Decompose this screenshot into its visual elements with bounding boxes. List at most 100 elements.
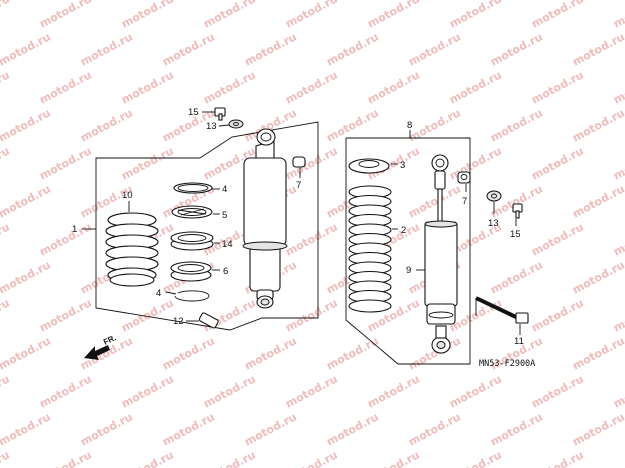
ring-lower <box>174 290 210 302</box>
watermark-text: motod.ru <box>611 144 625 182</box>
watermark-text: motod.ru <box>0 30 53 68</box>
watermark-text: motod.ru <box>283 448 340 468</box>
callout-13-left: 13 <box>206 121 217 132</box>
watermark-text: motod.ru <box>570 182 625 220</box>
leader-lines <box>82 111 521 335</box>
watermark-text: motod.ru <box>78 30 135 68</box>
callout-5: 5 <box>222 210 227 221</box>
callout-8: 8 <box>407 120 412 131</box>
watermark-text: motod.ru <box>488 106 545 144</box>
callout-labels: 1 2 3 4 4 5 6 7 7 8 9 10 11 12 13 13 14 … <box>72 107 524 347</box>
watermark-text: motod.ru <box>529 220 586 258</box>
watermark-text: motod.ru <box>201 372 258 410</box>
watermark-text: motod.ru <box>119 448 176 468</box>
callout-10: 10 <box>122 190 133 201</box>
bushing-right <box>457 171 471 184</box>
right-assembly-frame <box>345 137 471 365</box>
watermark-text: motod.ru <box>283 220 340 258</box>
watermark-text: motod.ru <box>37 448 94 468</box>
callout-1: 1 <box>72 224 77 235</box>
watermark-text: motod.ru <box>119 0 176 31</box>
watermark-text: motod.ru <box>447 68 504 106</box>
watermark-text: motod.ru <box>37 0 94 31</box>
watermark-text: motod.ru <box>37 220 94 258</box>
watermark-text: motod.ru <box>0 182 53 220</box>
callout-3: 3 <box>400 160 405 171</box>
spring-left-outer <box>105 212 159 287</box>
callout-7-right: 7 <box>462 196 467 207</box>
callout-4-upper: 4 <box>222 184 227 195</box>
adjuster-6 <box>170 261 212 282</box>
watermark-text: motod.ru <box>365 372 422 410</box>
watermark-text: motod.ru <box>447 448 504 468</box>
watermark-text: motod.ru <box>78 410 135 448</box>
watermark-text: motod.ru <box>119 68 176 106</box>
shock-body-right <box>424 154 458 354</box>
watermark-text: motod.ru <box>570 410 625 448</box>
watermark-text: motod.ru <box>447 0 504 31</box>
watermark-text: motod.ru <box>406 410 463 448</box>
watermark-text: motod.ru <box>365 448 422 468</box>
callout-6: 6 <box>223 266 228 277</box>
watermark-text: motod.ru <box>324 334 381 372</box>
watermark-text: motod.ru <box>570 30 625 68</box>
callout-7-left: 7 <box>296 180 301 191</box>
callout-11: 11 <box>514 336 524 347</box>
callout-15-right: 15 <box>510 229 521 240</box>
watermark-text: motod.ru <box>78 106 135 144</box>
watermark-text: motod.ru <box>488 30 545 68</box>
watermark-text: motod.ru <box>406 30 463 68</box>
watermark-text: motod.ru <box>119 372 176 410</box>
ring-upper <box>173 182 213 194</box>
watermark-text: motod.ru <box>611 68 625 106</box>
watermark-text: motod.ru <box>324 410 381 448</box>
watermark-text: motod.ru <box>611 448 625 468</box>
bearing-race <box>171 205 213 219</box>
callout-2: 2 <box>401 225 406 236</box>
spring-right <box>348 185 392 313</box>
callout-13-right: 13 <box>488 218 499 229</box>
diagram-code: MN53-F2900A <box>479 359 535 369</box>
watermark-text: motod.ru <box>611 220 625 258</box>
watermark-text: motod.ru <box>611 372 625 410</box>
watermark-text: motod.ru <box>488 258 545 296</box>
watermark-text: motod.ru <box>0 334 53 372</box>
watermark-text: motod.ru <box>201 68 258 106</box>
pin-12 <box>198 312 219 329</box>
watermark-text: motod.ru <box>488 410 545 448</box>
watermark-text: motod.ru <box>201 448 258 468</box>
watermark-text: motod.ru <box>447 372 504 410</box>
bushing-left <box>292 156 306 168</box>
watermark-text: motod.ru <box>0 372 12 410</box>
watermark-text: motod.ru <box>570 334 625 372</box>
watermark-text: motod.ru <box>529 296 586 334</box>
watermark-text: motod.ru <box>365 0 422 31</box>
watermark-text: motod.ru <box>283 372 340 410</box>
watermark-text: motod.ru <box>160 334 217 372</box>
watermark-text: motod.ru <box>324 106 381 144</box>
callout-12: 12 <box>173 316 184 327</box>
watermark-text: motod.ru <box>160 30 217 68</box>
watermark-text: motod.ru <box>406 106 463 144</box>
watermark-text: motod.ru <box>37 68 94 106</box>
watermark-text: motod.ru <box>0 0 12 31</box>
watermark-text: motod.ru <box>37 296 94 334</box>
watermark-text: motod.ru <box>283 296 340 334</box>
watermark-text: motod.ru <box>283 144 340 182</box>
watermark-text: motod.ru <box>37 372 94 410</box>
watermark-text: motod.ru <box>242 334 299 372</box>
watermark-text: motod.ru <box>0 296 12 334</box>
watermark-text: motod.ru <box>570 258 625 296</box>
watermark-text: motod.ru <box>37 144 94 182</box>
watermark-text: motod.ru <box>283 0 340 31</box>
collar-14 <box>170 231 214 251</box>
shock-body-left <box>242 128 288 309</box>
watermark-text: motod.ru <box>0 106 53 144</box>
watermark-text: motod.ru <box>529 68 586 106</box>
callout-14: 14 <box>222 239 233 250</box>
watermark-text: motod.ru <box>0 410 53 448</box>
watermark-text: motod.ru <box>242 410 299 448</box>
watermark-text: motod.ru <box>283 68 340 106</box>
watermark-text: motod.ru <box>0 258 53 296</box>
